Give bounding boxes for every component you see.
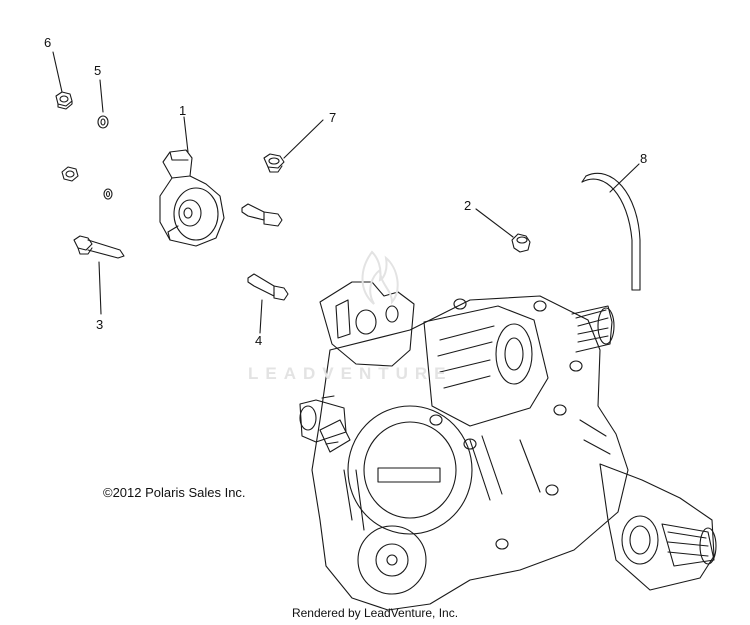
watermark-text: LEADVENTURE bbox=[248, 364, 453, 383]
callout-2: 2 bbox=[464, 198, 472, 213]
plug-part-2 bbox=[511, 233, 531, 253]
watermark-flame-icon bbox=[361, 250, 399, 305]
callout-7: 7 bbox=[329, 110, 337, 125]
rendered-by-text: Rendered by LeadVenture, Inc. bbox=[291, 606, 459, 620]
bolt-part-3 bbox=[73, 235, 125, 259]
washer-secondary bbox=[103, 188, 113, 200]
bolt-part-4 bbox=[247, 273, 289, 301]
nut-part-6 bbox=[55, 91, 73, 110]
nut-secondary bbox=[61, 166, 79, 182]
sensor-part-1 bbox=[159, 149, 225, 247]
callout-6: 6 bbox=[44, 35, 52, 50]
hose-part-8 bbox=[581, 172, 641, 291]
callout-3: 3 bbox=[96, 317, 104, 332]
leader-lines bbox=[52, 51, 640, 334]
copyright-text: ©2012 Polaris Sales Inc. bbox=[103, 485, 246, 500]
callout-1: 1 bbox=[179, 103, 187, 118]
callout-5: 5 bbox=[94, 63, 102, 78]
bolt-middle bbox=[241, 203, 283, 227]
washer-part-5 bbox=[97, 115, 109, 129]
bolt-part-7 bbox=[263, 153, 285, 173]
callout-4: 4 bbox=[255, 333, 263, 348]
transmission-assembly bbox=[299, 281, 717, 611]
callout-8: 8 bbox=[640, 151, 648, 166]
